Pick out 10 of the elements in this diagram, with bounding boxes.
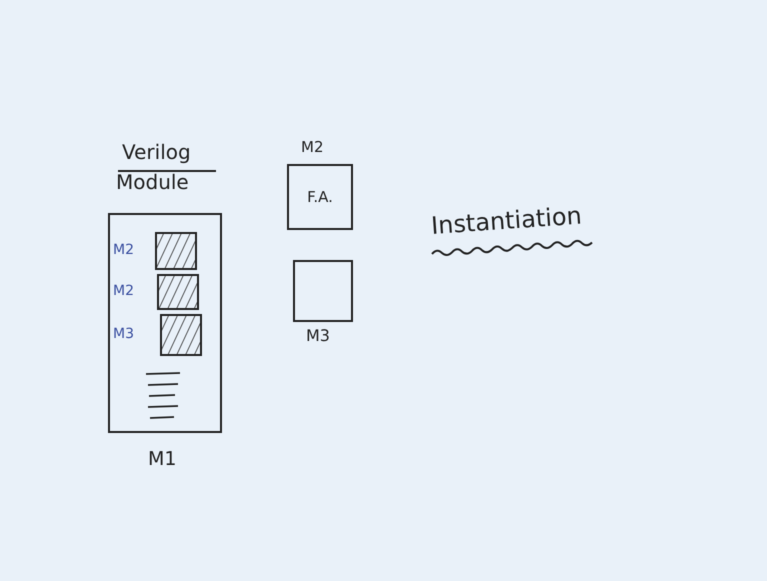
module-name: M3: [306, 328, 330, 344]
module-name: M2: [301, 140, 324, 155]
submodule-label: M3: [113, 327, 134, 341]
module-name: M1: [148, 450, 176, 469]
label: Module: [116, 172, 189, 192]
box-text: F.A.: [307, 188, 333, 206]
heading: Verilog: [122, 142, 191, 162]
heading: Instantiation: [430, 204, 583, 238]
submodule-label: M2: [113, 284, 134, 298]
submodule-label: M2: [113, 243, 134, 257]
